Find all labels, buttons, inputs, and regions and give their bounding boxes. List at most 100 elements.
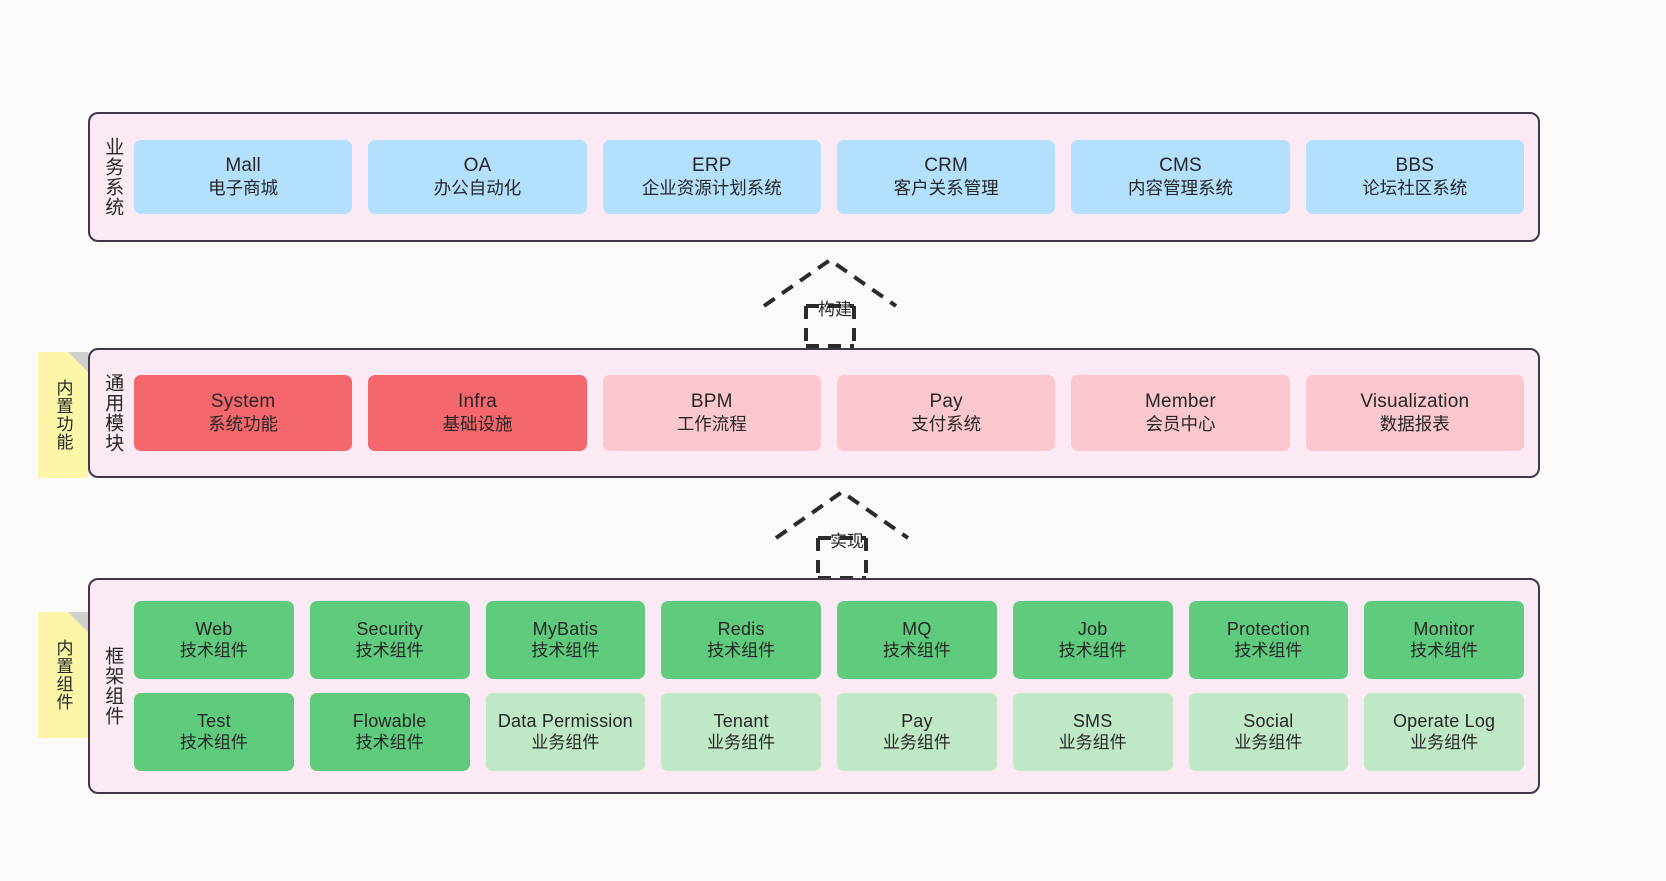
card-title: ERP — [691, 155, 732, 177]
layer-framework-components: 框架组件 Web 技术组件 Security 技术组件 MyBatis 技术组件… — [88, 578, 1540, 794]
layer-title-business-systems: 业务系统 — [102, 137, 124, 217]
card-cms[interactable]: CMS 内容管理系统 — [1071, 140, 1290, 214]
card-flowable[interactable]: Flowable 技术组件 — [309, 693, 470, 771]
card-subtitle: 系统功能 — [208, 413, 279, 434]
card-subtitle: 技术组件 — [355, 732, 424, 752]
arrow-head-build — [762, 257, 898, 308]
card-title: Web — [195, 619, 233, 639]
card-title: CRM — [924, 155, 969, 177]
note-builtin-components: 内置组件 — [38, 612, 88, 738]
card-visualization[interactable]: Visualization 数据报表 — [1305, 375, 1524, 451]
card-subtitle: 客户关系管理 — [893, 177, 999, 198]
card-bpm[interactable]: BPM 工作流程 — [602, 375, 821, 451]
card-job[interactable]: Job 技术组件 — [1012, 601, 1173, 679]
card-title: System — [210, 391, 276, 413]
layer-title-common-modules: 通用模块 — [102, 373, 124, 453]
card-title: Visualization — [1360, 391, 1470, 413]
card-row: Mall 电子商城 OA 办公自动化 ERP 企业资源计划系统 CRM 客户关系… — [134, 140, 1524, 214]
card-web[interactable]: Web 技术组件 — [134, 601, 294, 679]
card-pay-business[interactable]: Pay 业务组件 — [837, 693, 997, 771]
card-subtitle: 企业资源计划系统 — [641, 177, 782, 198]
card-operate-log[interactable]: Operate Log 业务组件 — [1364, 693, 1524, 771]
card-title: MQ — [902, 619, 932, 639]
card-subtitle: 会员中心 — [1145, 413, 1216, 434]
card-system[interactable]: System 系统功能 — [134, 375, 353, 451]
card-subtitle: 业务组件 — [531, 732, 600, 752]
card-subtitle: 论坛社区系统 — [1362, 177, 1468, 198]
card-crm[interactable]: CRM 客户关系管理 — [836, 140, 1056, 214]
card-row: Web 技术组件 Security 技术组件 MyBatis 技术组件 Redi… — [134, 601, 1524, 679]
connector-build: 构建 — [760, 256, 900, 348]
card-tenant[interactable]: Tenant 业务组件 — [661, 693, 821, 771]
card-title: MyBatis — [532, 619, 599, 639]
card-subtitle: 技术组件 — [179, 640, 248, 660]
card-title: OA — [463, 155, 492, 177]
connector-label-implement: 实现 — [830, 532, 864, 551]
card-monitor[interactable]: Monitor 技术组件 — [1364, 601, 1524, 679]
layer-body-framework-components: Web 技术组件 Security 技术组件 MyBatis 技术组件 Redi… — [134, 580, 1538, 792]
card-subtitle: 业务组件 — [1234, 732, 1303, 752]
card-subtitle: 技术组件 — [1058, 640, 1127, 660]
card-subtitle: 业务组件 — [707, 732, 776, 752]
card-title: Tenant — [713, 711, 769, 731]
layer-common-modules: 通用模块 System 系统功能 Infra 基础设施 BPM 工作流程 Pay… — [88, 348, 1540, 478]
card-title: Flowable — [352, 711, 427, 731]
note-builtin-functions: 内置功能 — [38, 352, 88, 478]
card-protection[interactable]: Protection 技术组件 — [1188, 601, 1349, 679]
card-subtitle: 业务组件 — [882, 732, 951, 752]
card-title: Pay — [929, 391, 963, 413]
card-title: Protection — [1226, 619, 1310, 639]
card-subtitle: 电子商城 — [208, 177, 279, 198]
card-subtitle: 支付系统 — [911, 413, 982, 434]
card-erp[interactable]: ERP 企业资源计划系统 — [602, 140, 821, 214]
card-subtitle: 技术组件 — [355, 640, 424, 660]
card-title: Member — [1145, 391, 1216, 413]
card-subtitle: 工作流程 — [676, 413, 747, 434]
card-mq[interactable]: MQ 技术组件 — [837, 601, 997, 679]
card-title: Monitor — [1413, 619, 1475, 639]
layer-body-common-modules: System 系统功能 Infra 基础设施 BPM 工作流程 Pay 支付系统… — [134, 350, 1538, 476]
card-title: Data Permission — [497, 711, 633, 731]
card-subtitle: 技术组件 — [707, 640, 776, 660]
card-security[interactable]: Security 技术组件 — [309, 601, 470, 679]
layer-business-systems: 业务系统 Mall 电子商城 OA 办公自动化 ERP 企业资源计划系统 CRM… — [88, 112, 1540, 242]
card-title: Job — [1077, 619, 1108, 639]
card-bbs[interactable]: BBS 论坛社区系统 — [1305, 140, 1524, 214]
card-title: Redis — [717, 619, 765, 639]
card-title: BPM — [690, 391, 733, 413]
card-subtitle: 技术组件 — [882, 640, 951, 660]
card-title: Social — [1243, 711, 1294, 731]
card-sms[interactable]: SMS 业务组件 — [1012, 693, 1173, 771]
arrow-head-implement — [774, 489, 910, 540]
card-pay[interactable]: Pay 支付系统 — [836, 375, 1056, 451]
card-subtitle: 基础设施 — [442, 413, 513, 434]
note-label: 内置组件 — [53, 639, 73, 711]
layer-title-framework-components: 框架组件 — [102, 646, 124, 726]
card-infra[interactable]: Infra 基础设施 — [368, 375, 587, 451]
card-title: Test — [196, 711, 231, 731]
card-subtitle: 技术组件 — [531, 640, 600, 660]
card-title: BBS — [1395, 155, 1435, 177]
card-data-permission[interactable]: Data Permission 业务组件 — [485, 693, 646, 771]
card-title: CMS — [1159, 155, 1202, 177]
card-mall[interactable]: Mall 电子商城 — [134, 140, 353, 214]
connector-implement: 实现 — [772, 488, 912, 580]
card-redis[interactable]: Redis 技术组件 — [661, 601, 821, 679]
card-oa[interactable]: OA 办公自动化 — [368, 140, 587, 214]
card-member[interactable]: Member 会员中心 — [1071, 375, 1290, 451]
card-social[interactable]: Social 业务组件 — [1188, 693, 1349, 771]
card-subtitle: 技术组件 — [1234, 640, 1303, 660]
card-title: Operate Log — [1392, 711, 1496, 731]
card-title: Security — [356, 619, 423, 639]
connector-label-build: 构建 — [818, 300, 852, 319]
card-title: Pay — [901, 711, 933, 731]
card-test[interactable]: Test 技术组件 — [134, 693, 294, 771]
card-subtitle: 内容管理系统 — [1127, 177, 1233, 198]
card-subtitle: 业务组件 — [1058, 732, 1127, 752]
card-title: SMS — [1072, 711, 1113, 731]
card-subtitle: 技术组件 — [1410, 640, 1479, 660]
card-title: Infra — [457, 391, 497, 413]
card-mybatis[interactable]: MyBatis 技术组件 — [485, 601, 646, 679]
layer-body-business-systems: Mall 电子商城 OA 办公自动化 ERP 企业资源计划系统 CRM 客户关系… — [134, 114, 1538, 240]
